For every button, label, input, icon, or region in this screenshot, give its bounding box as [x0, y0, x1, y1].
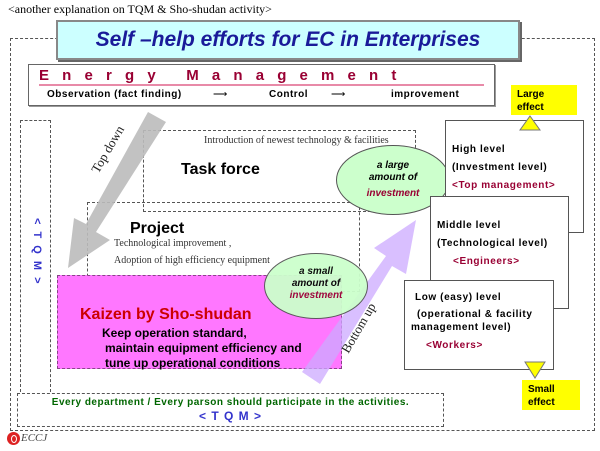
energy-management-box: E n e r g y M a n a g e m e n t Observat…: [28, 64, 495, 106]
level-high-line2: (Investment level): [452, 162, 548, 173]
level-high-line1: High level: [452, 144, 506, 155]
level-low-line2: (operational & facility: [417, 309, 533, 320]
task-force-note: Introduction of newest technology & faci…: [204, 135, 389, 146]
project-title: Project: [130, 220, 185, 237]
project-line2: Adoption of high efficiency equipment: [114, 255, 270, 266]
eccj-logo-icon: [7, 432, 20, 445]
kaizen-line3: tune up operational conditions: [105, 356, 281, 370]
header-note: <another explanation on TQM & Sho-shudan…: [8, 2, 272, 16]
arrow-right-icon: ⟶: [331, 89, 346, 100]
kaizen-box: Kaizen by Sho-shudan Keep operation stan…: [57, 275, 342, 370]
small-investment-line2: amount of: [291, 278, 341, 289]
page-title: Self –help efforts for EC in Enterprises: [56, 20, 520, 60]
kaizen-line1: Keep operation standard,: [102, 326, 247, 340]
triangle-up-icon: [519, 115, 541, 131]
level-low-box: Low (easy) level (operational & facility…: [404, 280, 554, 370]
energy-management-heading: E n e r g y M a n a g e m e n t: [39, 67, 484, 86]
top-down-arrow: [68, 112, 166, 268]
level-low-line3: management level): [411, 322, 512, 333]
large-investment-line2: amount of: [368, 172, 418, 183]
small-effect-badge: Small effect: [522, 380, 580, 410]
arrow-right-icon: ⟶: [213, 89, 228, 100]
small-investment-line3: investment: [289, 290, 343, 301]
step-observation: Observation (fact finding): [47, 89, 182, 100]
level-low-line1: Low (easy) level: [415, 292, 502, 303]
eccj-logo-text: ECCJ: [21, 432, 48, 444]
project-line1: Technological improvement ,: [114, 238, 232, 249]
triangle-down-icon: [524, 361, 546, 379]
tqm-bottom-label: < T Q M >: [198, 409, 262, 423]
small-investment-line1: a small: [299, 266, 333, 277]
bottom-box: Every department / Every parson should p…: [17, 393, 444, 427]
level-middle-line1: Middle level: [437, 220, 501, 231]
large-investment-line1: a large: [376, 160, 410, 171]
level-middle-role: <Engineers>: [453, 256, 520, 267]
kaizen-title: Kaizen by Sho-shudan: [80, 306, 252, 323]
level-middle-line2: (Technological level): [437, 238, 548, 249]
tqm-vertical-label: < T Q M >: [31, 218, 43, 286]
large-investment-line3: investment: [366, 188, 420, 199]
large-effect-badge: Large effect: [511, 85, 577, 115]
step-improvement: improvement: [391, 89, 460, 100]
level-high-role: <Top management>: [452, 180, 556, 191]
kaizen-line2: maintain equipment efficiency and: [105, 341, 302, 355]
small-investment-ellipse: a small amount of investment: [264, 253, 368, 319]
participation-text: Every department / Every parson should p…: [51, 397, 410, 408]
task-force-title: Task force: [181, 161, 260, 178]
step-control: Control: [269, 89, 309, 100]
level-low-role: <Workers>: [426, 340, 483, 351]
